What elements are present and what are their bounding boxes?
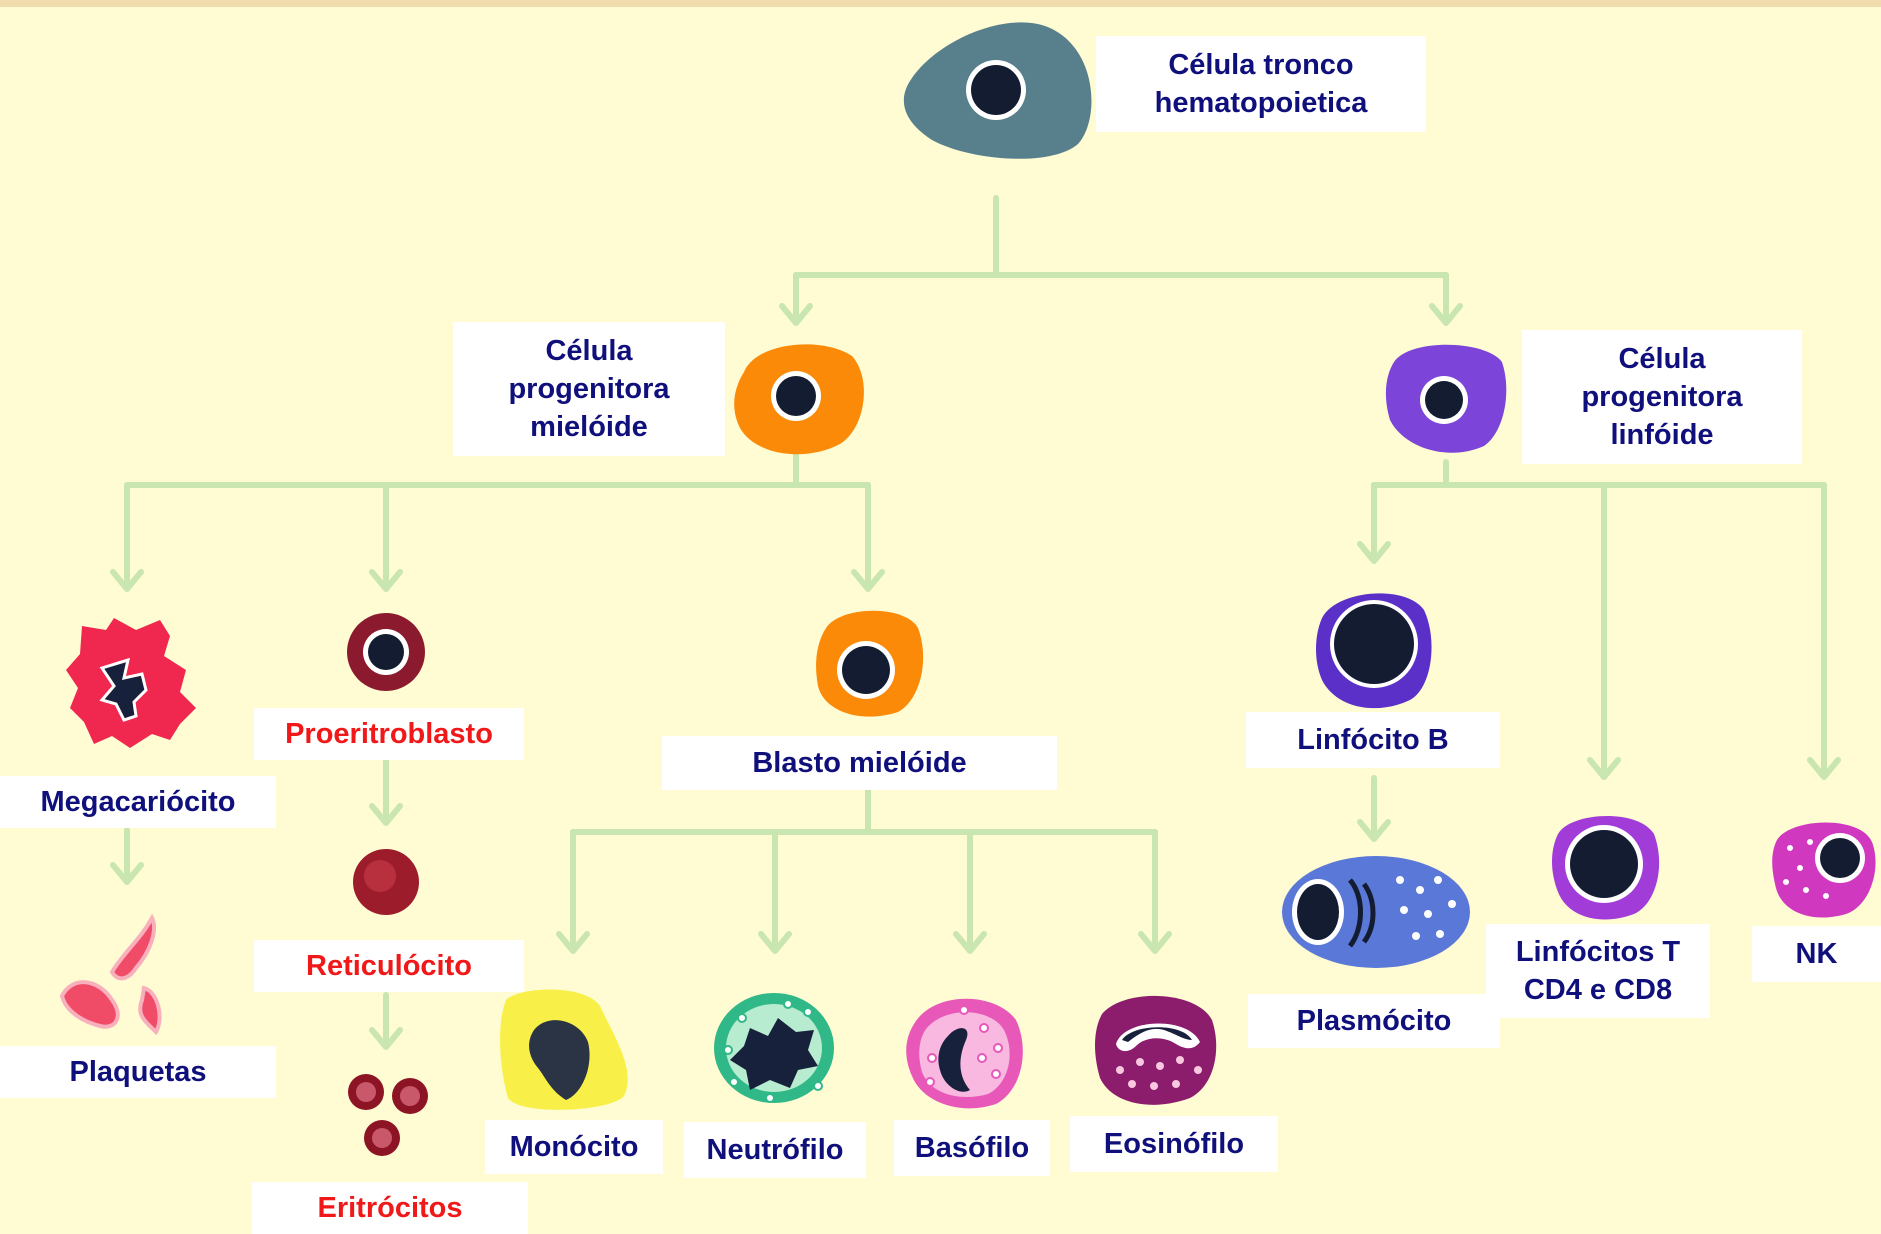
b-lymphocyte-icon (1316, 593, 1432, 708)
erythrocytes-label: Eritrócitos (252, 1182, 528, 1234)
stem-cell-label: Célula tronco hematopoietica (1096, 36, 1426, 132)
basophil-label: Basófilo (894, 1120, 1050, 1176)
lymphoid-progenitor-label: Célula progenitora linfóide (1522, 330, 1802, 464)
megakaryocyte-icon (66, 618, 196, 748)
t-lymphocyte-icon (1552, 816, 1659, 919)
stem-cell-icon (904, 22, 1092, 158)
nk-label: NK (1752, 926, 1881, 982)
myeloblast-label: Blasto mielóide (662, 736, 1057, 790)
monocyte-icon (500, 989, 628, 1109)
b-lymphocyte-label: Linfócito B (1246, 712, 1500, 768)
neutrophil-icon (714, 993, 834, 1103)
monocyte-label: Monócito (485, 1120, 663, 1174)
myeloblast-icon (816, 611, 923, 717)
platelets-icon (62, 918, 160, 1032)
platelets-label: Plaquetas (0, 1046, 276, 1098)
eosinophil-label: Eosinófilo (1070, 1116, 1278, 1172)
t-lymphocytes-label: Linfócitos T CD4 e CD8 (1486, 924, 1710, 1018)
neutrophil-label: Neutrófilo (684, 1122, 866, 1178)
eosinophil-icon (1095, 996, 1216, 1105)
plasma-cell-icon (1282, 856, 1470, 968)
erythrocytes-icon (348, 1074, 428, 1156)
lymphoid-progenitor-cell-icon (1386, 345, 1506, 453)
myeloid-progenitor-label: Célula progenitora mielóide (453, 322, 725, 456)
nk-cell-icon (1772, 822, 1875, 917)
basophil-icon (906, 999, 1023, 1109)
reticulocyte-label: Reticulócito (254, 940, 524, 992)
plasmocyte-label: Plasmócito (1248, 994, 1500, 1048)
proerythroblast-label: Proeritroblasto (254, 708, 524, 760)
reticulocyte-icon (353, 849, 419, 915)
myeloid-progenitor-cell-icon (734, 344, 864, 454)
proerythroblast-icon (347, 613, 425, 691)
megakaryocyte-label: Megacariócito (0, 776, 276, 828)
